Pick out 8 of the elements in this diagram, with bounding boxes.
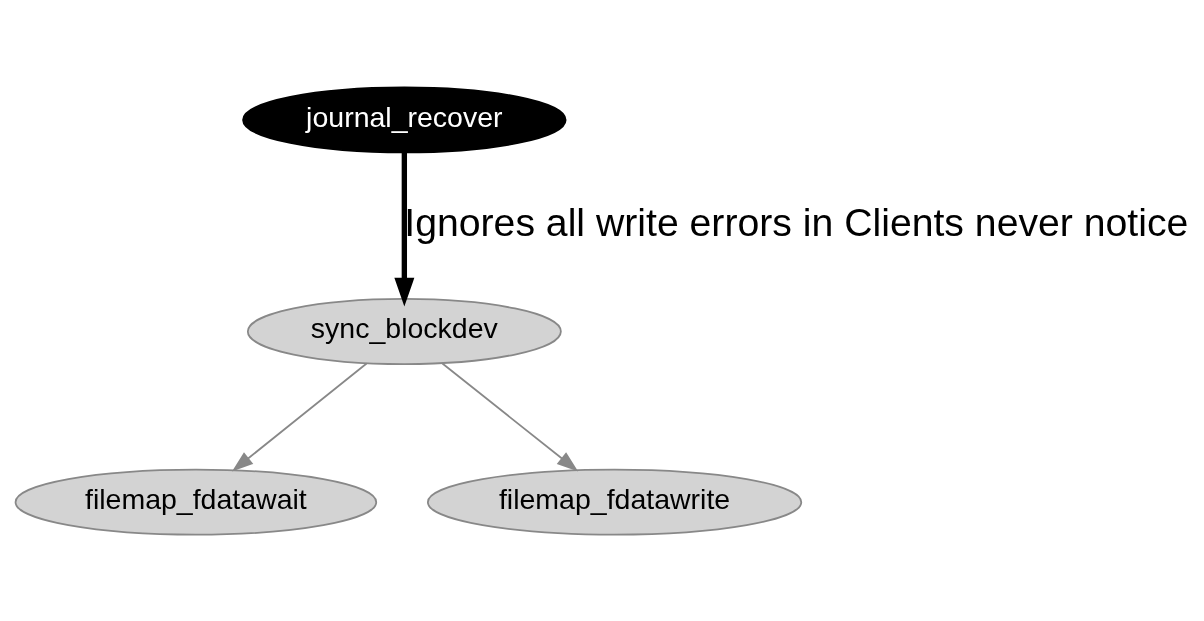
node-ellipse: journal_recover <box>242 85 567 153</box>
node-ellipse: filemap_fdatawrite <box>426 468 803 536</box>
arrow <box>231 362 368 471</box>
node-ellipse: sync_blockdev <box>246 297 562 365</box>
arrow <box>441 362 579 471</box>
arrow <box>394 152 415 306</box>
node-ellipse: filemap_fdatawait <box>14 468 378 536</box>
edge-label: Ignores all write errors in Clients never notice <box>404 200 1189 244</box>
